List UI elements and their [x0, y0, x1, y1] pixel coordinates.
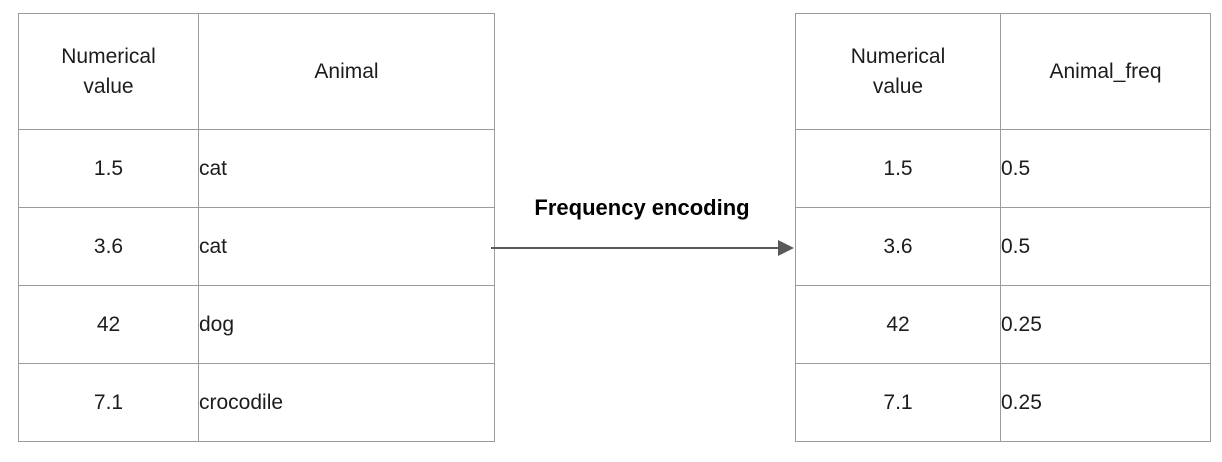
input-header-animal: Animal	[198, 13, 495, 130]
cell-numerical-value: 7.1	[795, 363, 1001, 442]
header-label: Numerical value	[61, 44, 156, 98]
table-row: 3.6 0.5	[795, 207, 1211, 286]
cell-numerical-value: 3.6	[18, 207, 199, 286]
table-header-row: Numerical value Animal_freq	[795, 13, 1211, 130]
header-label: Animal_freq	[1049, 59, 1162, 83]
cell-animal-freq: 0.5	[1000, 129, 1211, 208]
table-row: 42 0.25	[795, 285, 1211, 364]
cell-animal: dog	[198, 285, 495, 364]
table-row: 42 dog	[18, 285, 495, 364]
cell-animal: cat	[198, 129, 495, 208]
table-row: 7.1 crocodile	[18, 363, 495, 442]
cell-animal-freq: 0.5	[1000, 207, 1211, 286]
output-header-numerical-value: Numerical value	[795, 13, 1001, 130]
input-table: Numerical value Animal 1.5 cat 3.6 cat 4…	[18, 13, 495, 442]
cell-numerical-value: 1.5	[18, 129, 199, 208]
table-header-row: Numerical value Animal	[18, 13, 495, 130]
table-row: 1.5 0.5	[795, 129, 1211, 208]
table-row: 1.5 cat	[18, 129, 495, 208]
header-label: Numerical value	[850, 44, 946, 98]
output-table: Numerical value Animal_freq 1.5 0.5 3.6 …	[795, 13, 1211, 442]
cell-animal: cat	[198, 207, 495, 286]
header-label: Animal	[314, 59, 379, 83]
cell-numerical-value: 3.6	[795, 207, 1001, 286]
cell-numerical-value: 42	[795, 285, 1001, 364]
input-header-numerical-value: Numerical value	[18, 13, 199, 130]
cell-numerical-value: 42	[18, 285, 199, 364]
arrow-head	[778, 240, 794, 256]
transform-label: Frequency encoding	[534, 195, 750, 220]
cell-animal-freq: 0.25	[1000, 285, 1211, 364]
cell-numerical-value: 1.5	[795, 129, 1001, 208]
output-header-animal-freq: Animal_freq	[1000, 13, 1211, 130]
cell-animal: crocodile	[198, 363, 495, 442]
table-row: 7.1 0.25	[795, 363, 1211, 442]
table-row: 3.6 cat	[18, 207, 495, 286]
cell-animal-freq: 0.25	[1000, 363, 1211, 442]
right-arrow-icon	[491, 240, 794, 257]
cell-numerical-value: 7.1	[18, 363, 199, 442]
arrow-line	[491, 247, 779, 249]
